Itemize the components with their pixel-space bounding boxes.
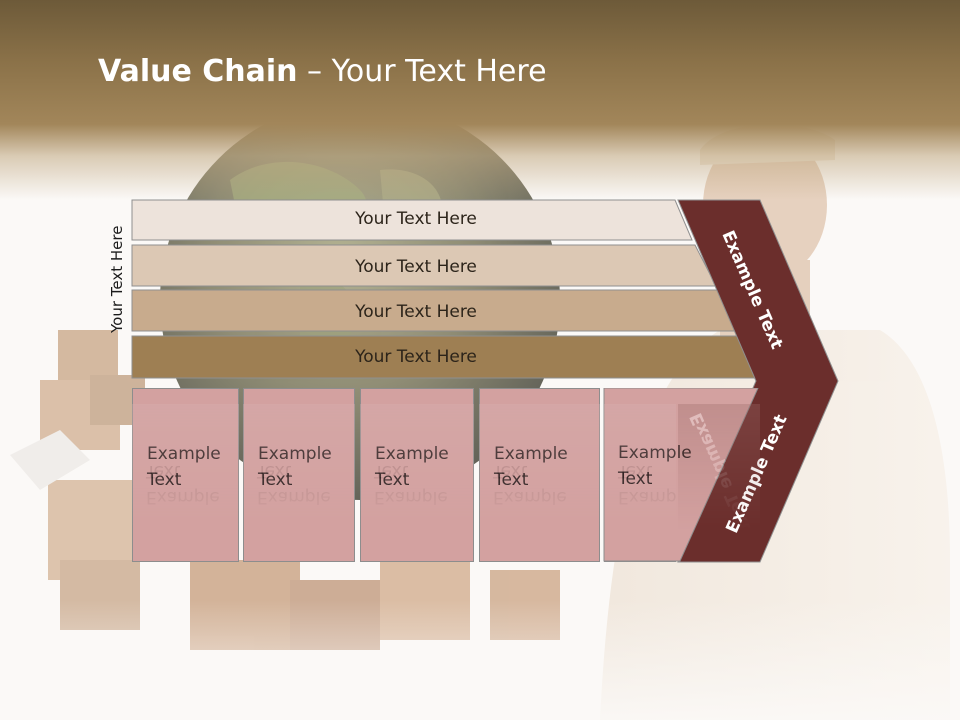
bar-1-label: Your Text Here bbox=[354, 209, 477, 229]
reflection-box-2: Example Text bbox=[243, 388, 355, 562]
bottom-fade bbox=[0, 600, 960, 720]
reflection-box-5-line2: Text bbox=[618, 461, 653, 481]
reflection-box-4-line2: Text bbox=[493, 461, 528, 481]
reflection-box-3-line1: Example bbox=[374, 487, 448, 507]
example-box-1[interactable]: Example Text bbox=[132, 388, 239, 562]
example-box-2-line2: Text bbox=[258, 467, 354, 493]
example-box-4-line1: Example bbox=[494, 441, 599, 467]
reflection-box-2-line1: Example bbox=[257, 487, 331, 507]
reflection-arrow: Example Text bbox=[678, 388, 760, 562]
title-bold: Value Chain bbox=[98, 54, 298, 89]
reflection-box-1-line2: Text bbox=[146, 461, 181, 481]
example-box-1-line1: Example bbox=[147, 441, 238, 467]
reflection-box-3: Example Text bbox=[360, 388, 474, 562]
reflection-box-2-line2: Text bbox=[257, 461, 292, 481]
example-box-3-line2: Text bbox=[375, 467, 473, 493]
reflection: Example Text Example Text Example Text E… bbox=[0, 388, 960, 562]
example-box-2[interactable]: Example Text bbox=[243, 388, 355, 562]
page-title: Value Chain – Your Text Here bbox=[98, 54, 547, 89]
example-box-1-line2: Text bbox=[147, 467, 238, 493]
bar-3-label: Your Text Here bbox=[354, 302, 477, 322]
bar-2-label: Your Text Here bbox=[354, 257, 477, 277]
title-rest: – Your Text Here bbox=[297, 54, 547, 89]
reflection-box-5: Example Text bbox=[604, 388, 692, 562]
reflection-box-3-line2: Text bbox=[374, 461, 409, 481]
example-box-5-slant: Example Text bbox=[603, 388, 759, 562]
example-box-5-text-1: Example bbox=[618, 443, 692, 463]
bar-1[interactable] bbox=[131, 199, 693, 241]
reflection-box-1: Example Text bbox=[132, 388, 239, 562]
bar-4-label: Your Text Here bbox=[354, 347, 477, 367]
example-box-4[interactable]: Example Text bbox=[479, 388, 600, 562]
reflection-box-1-line1: Example bbox=[146, 487, 220, 507]
example-box-4-line2: Text bbox=[494, 467, 599, 493]
example-box-5-text-2: Text bbox=[617, 469, 653, 489]
reflection-box-5-line1: Example bbox=[618, 487, 692, 507]
example-box-3[interactable]: Example Text bbox=[360, 388, 474, 562]
reflection-box-4: Example Text bbox=[479, 388, 600, 562]
reflection-box-4-line1: Example bbox=[493, 487, 567, 507]
header-band bbox=[0, 0, 960, 200]
example-box-3-line1: Example bbox=[375, 441, 473, 467]
example-box-2-line1: Example bbox=[258, 441, 354, 467]
